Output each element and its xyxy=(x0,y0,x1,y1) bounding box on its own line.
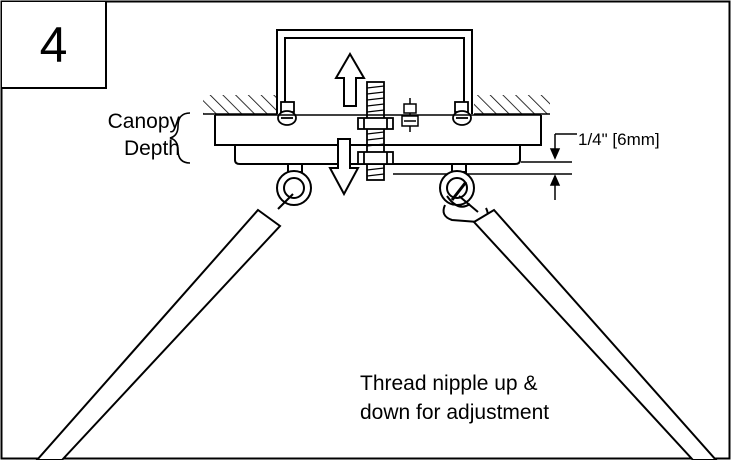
left-eye-hook xyxy=(276,163,312,206)
canopy-depth-label: Canopy Depth xyxy=(76,108,180,162)
dimension-lines xyxy=(393,133,577,200)
canopy-label-line1: Canopy xyxy=(107,110,180,133)
adjustment-caption: Thread nipple up & down for adjustment xyxy=(360,369,549,427)
junction-box xyxy=(276,29,473,114)
down-arrow-icon xyxy=(328,138,360,197)
right-support-rod xyxy=(458,195,718,460)
caption-line1: Thread nipple up & xyxy=(360,372,538,395)
canopy-label-line2: Depth xyxy=(123,137,180,160)
step-number-box: 4 xyxy=(2,2,107,89)
strap-nut xyxy=(357,117,394,130)
step-number: 4 xyxy=(39,16,68,73)
canopy-depth-brace xyxy=(169,112,191,164)
ceiling-hatching xyxy=(203,95,550,115)
caption-line2: down for adjustment xyxy=(360,401,550,424)
right-eye-hook xyxy=(439,163,489,224)
dimension-label: 1/4" [6mm] xyxy=(578,130,660,149)
threaded-nipple xyxy=(366,81,385,181)
left-support-rod xyxy=(35,193,294,460)
lock-nut xyxy=(357,151,394,165)
up-arrow-icon xyxy=(334,52,366,107)
